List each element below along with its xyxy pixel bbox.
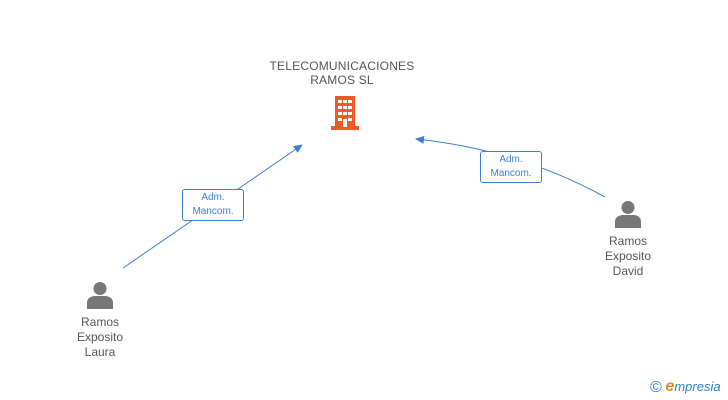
relation-label-line1: Adm. xyxy=(499,154,523,165)
relation-label-line2: Mancom. xyxy=(192,206,234,217)
copyright-icon: © xyxy=(650,379,662,396)
person-node-laura[interactable]: Ramos Exposito Laura xyxy=(55,280,145,360)
brand-name: mpresia xyxy=(674,379,721,394)
relation-label-line2: Mancom. xyxy=(490,168,532,179)
person-name-line2: Exposito xyxy=(604,249,652,263)
person-name-line3: Laura xyxy=(84,345,116,359)
person-icon xyxy=(87,282,113,309)
relation-label-laura[interactable]: Adm. Mancom. xyxy=(182,189,244,221)
relation-label-line1: Adm. xyxy=(201,192,225,203)
person-name-line3: David xyxy=(612,264,644,278)
person-name: Ramos Exposito Laura xyxy=(55,315,145,360)
building-icon[interactable] xyxy=(329,95,361,131)
company-name[interactable]: TELECOMUNICACIONES RAMOS SL xyxy=(242,59,442,87)
brand-logo[interactable]: © empresia xyxy=(650,378,721,398)
person-name-line1: Ramos xyxy=(608,234,647,248)
relation-label-david[interactable]: Adm. Mancom. xyxy=(480,151,542,183)
brand-e-letter: e xyxy=(665,378,675,395)
person-name: Ramos Exposito David xyxy=(583,234,673,279)
company-name-line2: RAMOS SL xyxy=(310,73,374,87)
person-node-david[interactable]: Ramos Exposito David xyxy=(583,199,673,279)
person-name-line2: Exposito xyxy=(76,330,124,344)
person-name-line1: Ramos xyxy=(80,315,119,329)
person-icon xyxy=(615,201,641,228)
company-name-line1: TELECOMUNICACIONES xyxy=(269,59,415,73)
